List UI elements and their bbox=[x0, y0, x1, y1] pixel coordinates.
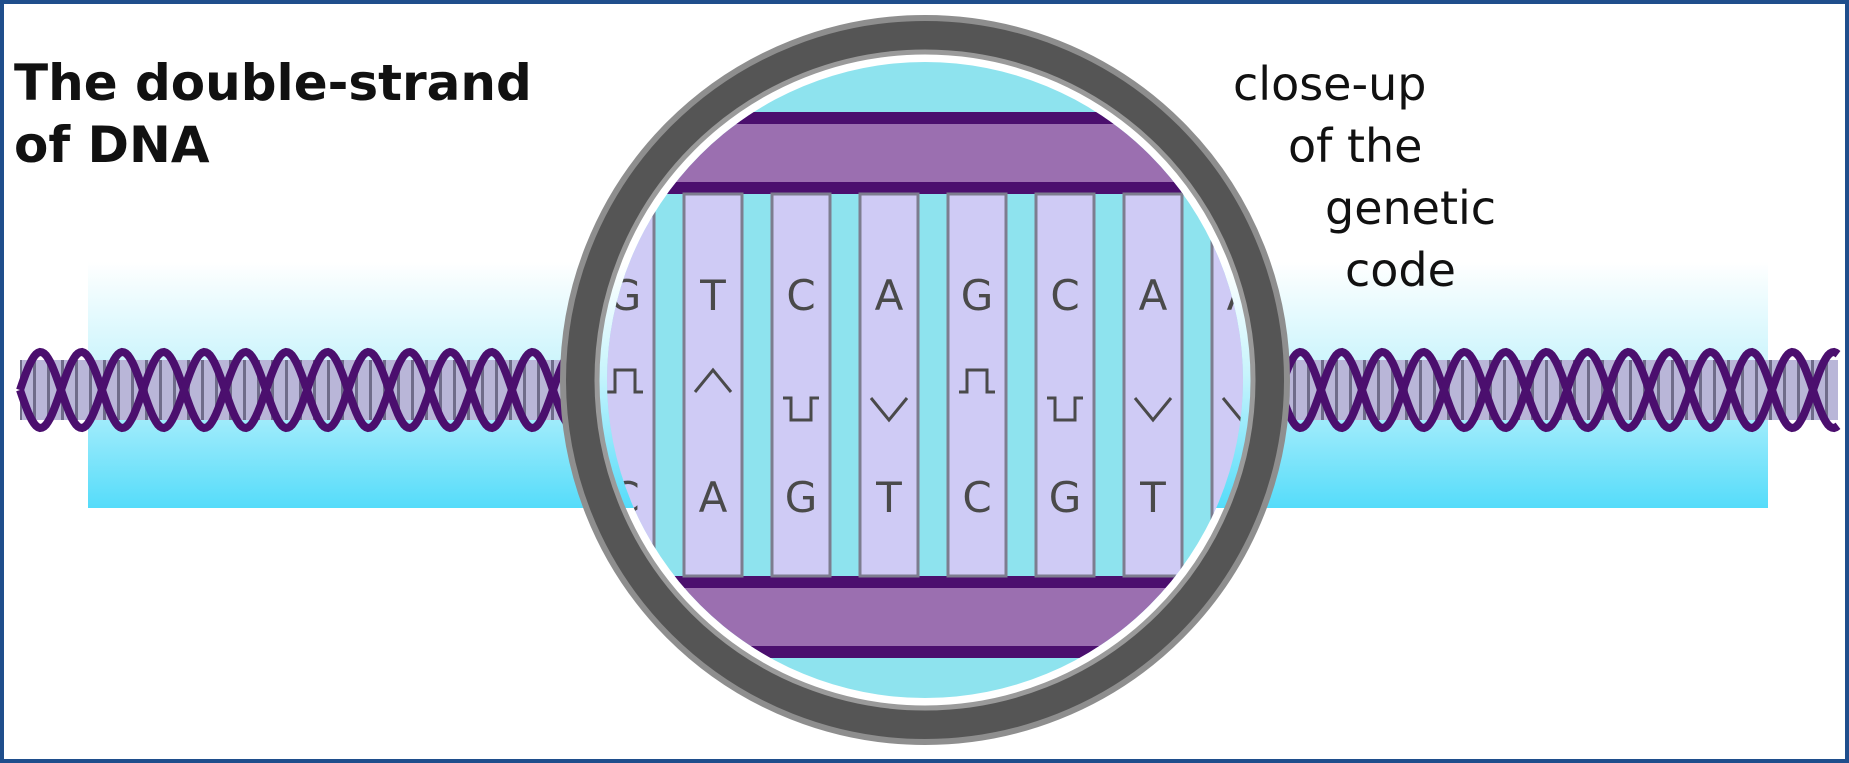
base-pair-plate bbox=[1122, 192, 1184, 578]
bottom-base-label: C bbox=[962, 473, 991, 522]
bottom-base-label: G bbox=[1049, 473, 1082, 522]
top-base-label: A bbox=[875, 271, 904, 320]
bond-shape bbox=[1047, 396, 1083, 422]
lens-ring bbox=[562, 17, 1288, 743]
dna-helix-right bbox=[1276, 347, 1841, 433]
bond-shape bbox=[693, 367, 733, 393]
top-base-label: C bbox=[1050, 271, 1079, 320]
base-pair-plate bbox=[770, 192, 832, 578]
caption-line-3: genetic bbox=[1325, 181, 1496, 235]
caption-line-2: of the bbox=[1288, 119, 1422, 173]
top-base-label: G bbox=[961, 271, 994, 320]
base-pair-plate bbox=[946, 192, 1008, 578]
diagram-title: The double-strand of DNA bbox=[14, 54, 549, 174]
caption-line-1: close-up bbox=[1233, 57, 1426, 111]
base-pair-plate bbox=[682, 192, 744, 578]
bottom-base-label: A bbox=[699, 473, 728, 522]
top-base-label: A bbox=[1139, 271, 1168, 320]
bond-shape bbox=[1133, 397, 1173, 423]
magnifier-lens: GCTACGATGCCGATAT bbox=[560, 15, 1290, 745]
bottom-base-label: T bbox=[875, 473, 902, 522]
top-base-label: T bbox=[699, 271, 726, 320]
helix-backbone bbox=[16, 347, 575, 433]
top-base-label: C bbox=[786, 271, 815, 320]
dna-helix-left bbox=[16, 347, 575, 433]
base-pair-plate bbox=[858, 192, 920, 578]
bond-shape bbox=[783, 396, 819, 422]
close-up-caption: close-up of the genetic code bbox=[1233, 57, 1511, 297]
bottom-base-label: G bbox=[785, 473, 818, 522]
bond-shape bbox=[607, 368, 643, 394]
bond-shape bbox=[959, 368, 995, 394]
helix-backbone bbox=[1276, 347, 1841, 433]
title-line-2: of DNA bbox=[14, 116, 210, 174]
helix-backbone bbox=[16, 347, 575, 433]
base-pair-plate bbox=[1034, 192, 1096, 578]
title-line-1: The double-strand bbox=[14, 54, 532, 112]
caption-line-4: code bbox=[1345, 243, 1456, 297]
helix-backbone bbox=[1276, 347, 1841, 433]
bottom-base-label: T bbox=[1139, 473, 1166, 522]
bond-shape bbox=[869, 397, 909, 423]
